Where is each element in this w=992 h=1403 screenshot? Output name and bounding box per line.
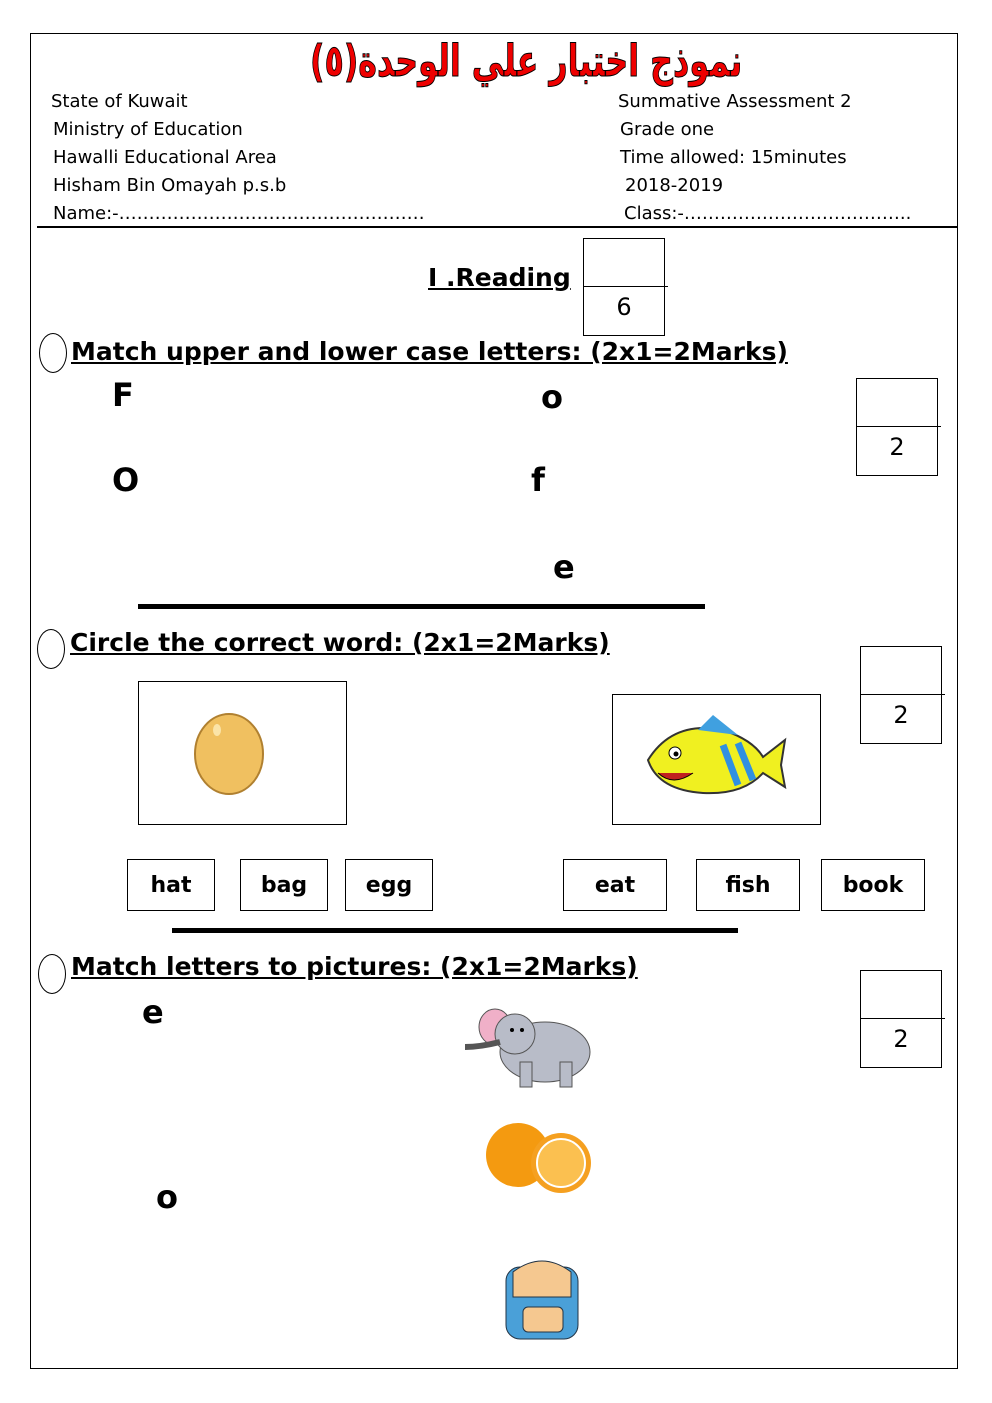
backpack-picture	[498, 1252, 588, 1348]
letter: F	[112, 376, 134, 414]
fish-picture	[612, 694, 821, 825]
header-divider	[37, 226, 957, 228]
header-right-line: Summative Assessment 2	[618, 91, 852, 112]
section-mark-box: 2	[860, 970, 945, 1068]
header-left-line: Ministry of Education	[53, 119, 243, 140]
section-mark-box: 2	[860, 646, 945, 744]
smiley-icon	[38, 954, 66, 994]
word-option-egg[interactable]: egg	[345, 859, 433, 911]
section-divider	[172, 928, 738, 933]
arabic-title: نموذج اختبار علي الوحدة(٥)	[310, 36, 744, 88]
egg-picture	[138, 681, 347, 825]
reading-mark-box: 6	[583, 238, 668, 336]
mark-value: 2	[893, 1025, 909, 1053]
word-option-eat[interactable]: eat	[563, 859, 667, 911]
header-right-line: Time allowed: 15minutes	[620, 147, 847, 168]
mark-value: 2	[889, 433, 905, 461]
letter: o	[156, 1178, 178, 1216]
page-border	[30, 33, 958, 1369]
section-title: Match letters to pictures: (2x1=2Marks)	[71, 952, 638, 981]
header-left-line: State of Kuwait	[51, 91, 188, 112]
header-left-line: Hisham Bin Omayah p.s.b	[53, 175, 287, 196]
mark-value: 6	[616, 293, 632, 321]
class-field[interactable]: Class:-………………………………..	[624, 203, 912, 224]
orange-picture	[483, 1120, 598, 1204]
letter: f	[531, 461, 545, 499]
smiley-icon	[39, 333, 67, 373]
mark-value: 2	[893, 701, 909, 729]
letter: e	[553, 548, 575, 586]
section-mark-box: 2	[856, 378, 941, 476]
reading-title: I .Reading	[428, 263, 571, 292]
word-option-fish[interactable]: fish	[696, 859, 800, 911]
section-title: Match upper and lower case letters: (2x1…	[71, 337, 788, 366]
word-option-book[interactable]: book	[821, 859, 925, 911]
smiley-icon	[37, 629, 65, 669]
letter: o	[541, 378, 563, 416]
header-right-line: 2018-2019	[625, 175, 724, 196]
exam-info: Summative Assessment 2 Grade one Time al…	[618, 88, 911, 228]
word-option-hat[interactable]: hat	[127, 859, 215, 911]
section-divider	[138, 604, 705, 609]
school-info: State of Kuwait Ministry of Education Ha…	[51, 88, 425, 228]
section-title: Circle the correct word: (2x1=2Marks)	[70, 628, 610, 657]
name-field[interactable]: Name:-……………………………………………	[53, 203, 425, 224]
word-option-bag[interactable]: bag	[240, 859, 328, 911]
header-left-line: Hawalli Educational Area	[53, 147, 277, 168]
letter: O	[112, 461, 140, 499]
elephant-picture	[460, 1002, 605, 1096]
header-right-line: Grade one	[620, 119, 715, 140]
letter: e	[142, 993, 164, 1031]
